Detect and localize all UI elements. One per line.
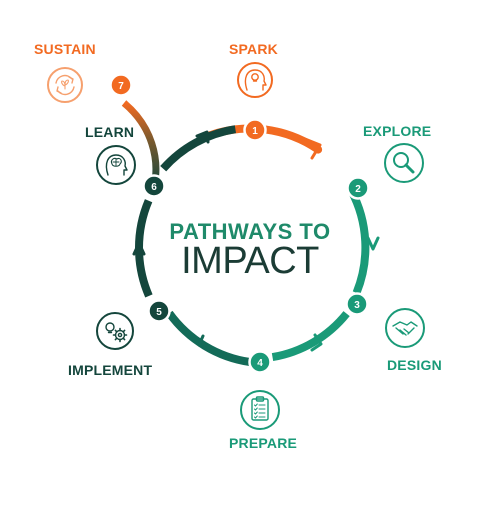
step-node-circle — [345, 292, 369, 316]
step-node-5: 5 — [147, 299, 171, 323]
step-node-circle — [147, 299, 171, 323]
step-node-circle — [248, 350, 272, 374]
step-node-circle — [243, 118, 267, 142]
label-prepare: PREPARE — [229, 435, 298, 451]
step-node-1: 1 — [243, 118, 267, 142]
step-number: 1 — [252, 126, 258, 137]
arrowhead-lower-right — [310, 333, 323, 352]
arc-explore-design — [347, 188, 370, 295]
ring-arrow-heads — [132, 130, 380, 352]
step-node-2: 2 — [346, 176, 370, 200]
step-number: 5 — [156, 307, 162, 318]
label-design: DESIGN — [387, 357, 442, 373]
lightbulb-head-icon — [237, 62, 273, 98]
step-number: 6 — [151, 182, 157, 193]
arc-implement-learn — [135, 199, 153, 298]
icon-layer — [47, 62, 425, 430]
step-node-circle — [346, 176, 370, 200]
arrowhead-right — [366, 236, 380, 251]
arc-design-prepare — [271, 311, 350, 362]
title-impact: IMPACT — [181, 240, 319, 282]
checklist-icon — [240, 390, 280, 430]
arrowhead-left — [132, 241, 146, 256]
brain-head-icon — [96, 145, 136, 185]
idea-gears-icon — [96, 312, 134, 350]
label-learn: LEARN — [85, 124, 135, 140]
arrowhead-lower-left — [197, 334, 209, 351]
arc-learn-spark — [160, 125, 237, 172]
step-node-4: 4 — [248, 350, 272, 374]
arc-prepare-implement — [166, 310, 251, 366]
arrowhead-to-explore — [303, 137, 322, 160]
step-number: 7 — [118, 81, 124, 92]
arrowhead-spark — [195, 130, 210, 144]
step-node-6: 6 — [142, 174, 166, 198]
step-node-circle — [109, 73, 133, 97]
step-number: 2 — [355, 184, 361, 195]
handshake-icon — [385, 308, 425, 348]
step-number: 4 — [257, 358, 263, 369]
label-spark: SPARK — [229, 41, 278, 57]
node-layer: 1 2 3 4 5 6 7 — [109, 73, 370, 374]
step-node-7: 7 — [109, 73, 133, 97]
label-sustain: SUSTAIN — [34, 41, 96, 57]
label-explore: EXPLORE — [363, 123, 432, 139]
step-node-circle — [142, 174, 166, 198]
step-number: 3 — [354, 300, 360, 311]
sustain-cycle-icon — [47, 67, 83, 103]
label-implement: IMPLEMENT — [68, 362, 153, 378]
step-node-3: 3 — [345, 292, 369, 316]
magnifier-icon — [384, 143, 424, 183]
title-pathways-to: PATHWAYS TO — [169, 219, 331, 244]
